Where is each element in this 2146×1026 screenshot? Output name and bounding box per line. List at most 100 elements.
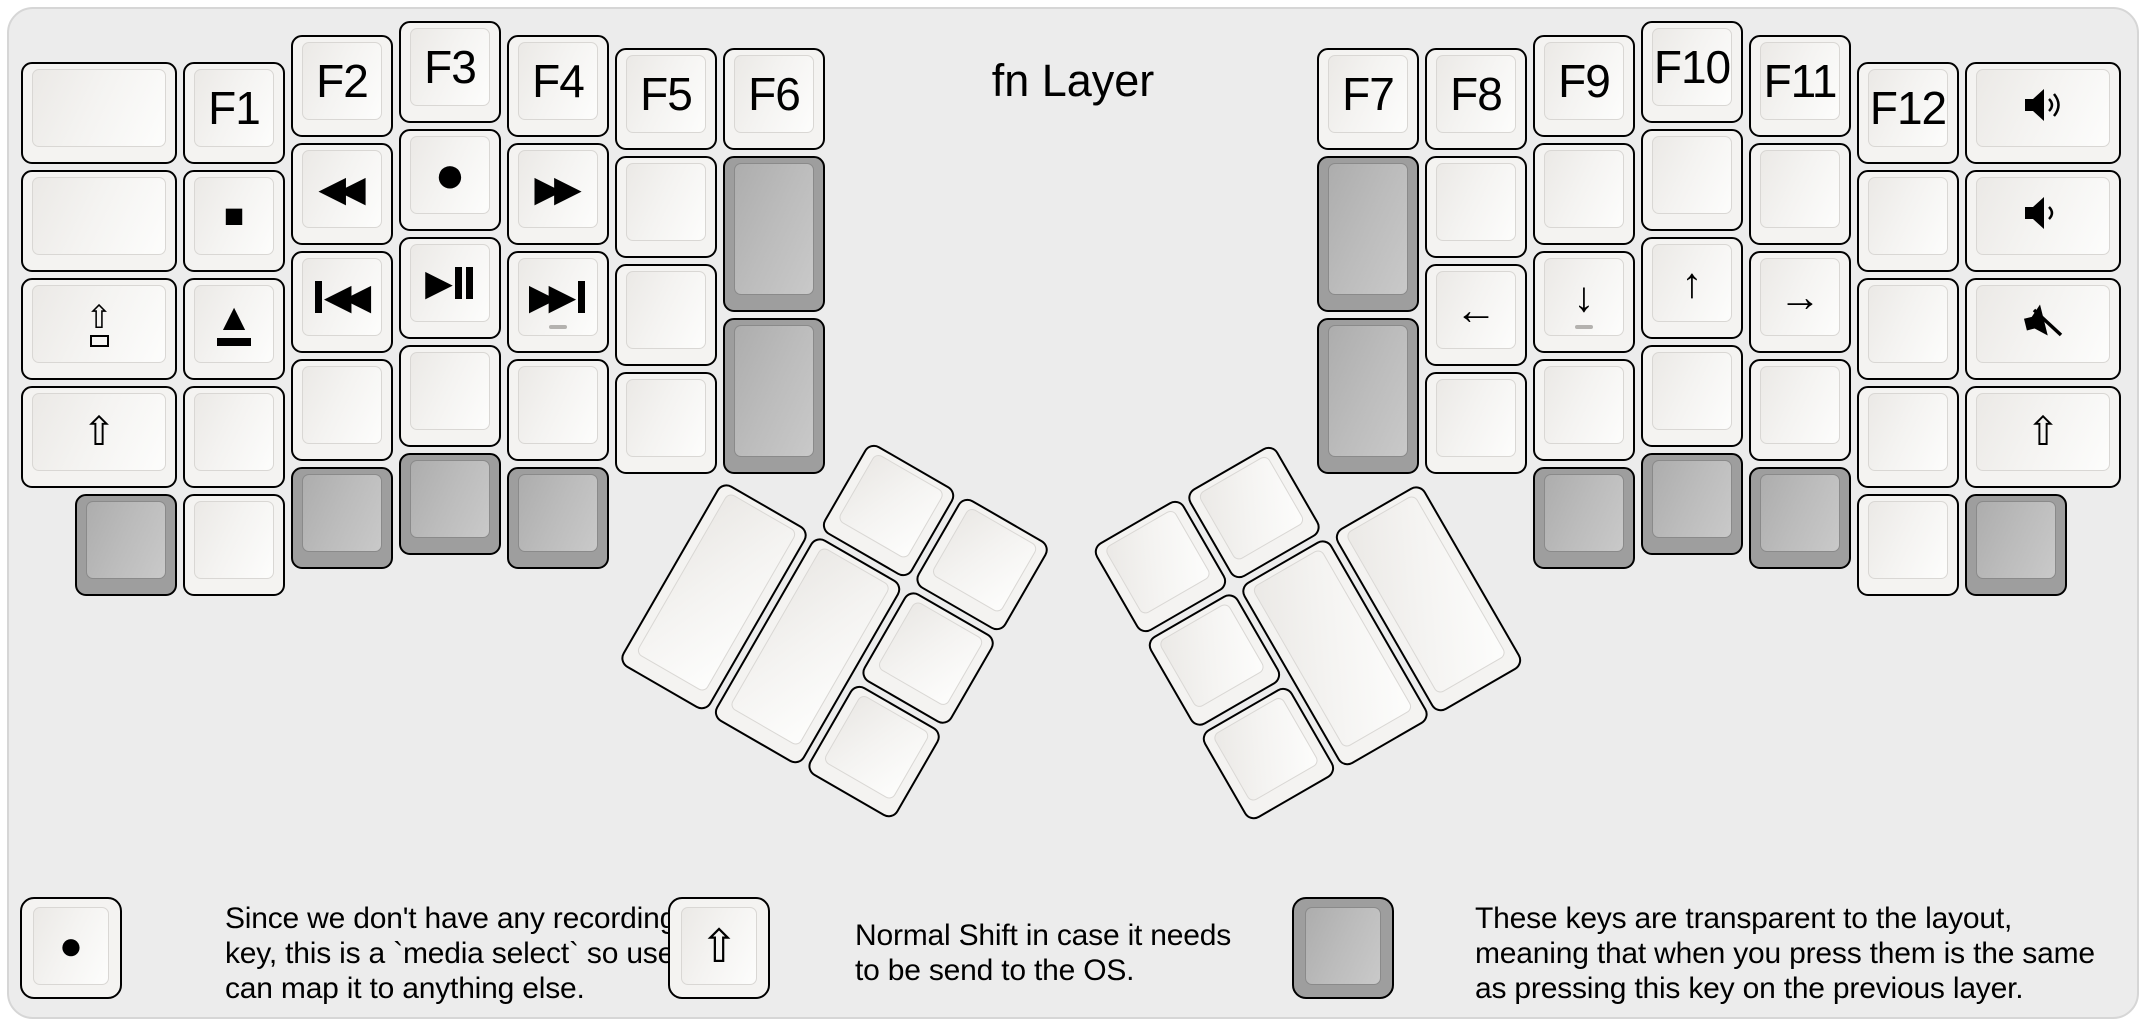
key-fast-forward[interactable]: ▶▶ (507, 142, 609, 245)
key-top: F9 (1544, 41, 1624, 120)
legend-line: to be send to the OS. (855, 954, 1135, 987)
key-transparent-l5[interactable] (399, 453, 501, 555)
key-blank-l2[interactable] (21, 169, 177, 272)
key-top (410, 352, 490, 430)
key-volume-down[interactable] (1965, 169, 2121, 272)
key-blank-l1[interactable] (21, 61, 177, 164)
key-label: F6 (748, 68, 801, 120)
key-top (1305, 907, 1381, 985)
key-transparent-r2[interactable] (1317, 318, 1419, 474)
key-transparent-r4[interactable] (1641, 453, 1743, 555)
key-arrow-right[interactable]: → (1749, 250, 1851, 353)
key-arrow-left[interactable]: ← (1425, 264, 1527, 366)
key-f4[interactable]: F4 (507, 34, 609, 137)
key-top: ⇧ (32, 392, 166, 471)
key-stop[interactable]: ■ (183, 169, 285, 272)
key-blank-r5[interactable] (1641, 129, 1743, 231)
key-next-track[interactable]: ▶▶ (507, 250, 609, 353)
key-blank-l6[interactable] (507, 358, 609, 461)
arrow-up-icon: ↑ (1681, 259, 1703, 306)
key-top (626, 163, 706, 241)
key-label: F10 (1653, 41, 1731, 93)
key-arrow-up[interactable]: ↑ (1641, 237, 1743, 339)
key-transparent-l4[interactable] (291, 466, 393, 569)
key-blank-l3[interactable] (183, 385, 285, 488)
key-transparent-r3[interactable] (1533, 466, 1635, 569)
key-top (1976, 500, 2056, 579)
key-top: ← (1436, 271, 1516, 349)
legend-line: can map it to anything else. (225, 972, 585, 1005)
key-blank-l5[interactable] (399, 345, 501, 447)
key-blank-l9[interactable] (615, 372, 717, 474)
key-f8[interactable]: F8 (1425, 48, 1527, 150)
key-label: F8 (1450, 68, 1503, 120)
volume-up-icon (2020, 86, 2066, 129)
key-blank-l10[interactable] (183, 493, 285, 596)
key-label: F7 (1342, 68, 1395, 120)
key-f9[interactable]: F9 (1533, 34, 1635, 137)
key-blank-r8[interactable] (1749, 358, 1851, 461)
key-transparent-l2[interactable] (723, 318, 825, 474)
key-blank-r6[interactable] (1641, 345, 1743, 447)
mute-icon (2020, 302, 2066, 345)
key-blank-l8[interactable] (615, 264, 717, 366)
stop-icon: ■ (223, 196, 245, 235)
key-mute[interactable] (1965, 277, 2121, 380)
key-blank-r7[interactable] (1749, 142, 1851, 245)
key-f1[interactable]: F1 (183, 61, 285, 164)
key-blank-r1[interactable] (1425, 156, 1527, 258)
key-volume-up[interactable] (1965, 61, 2121, 164)
key-blank-r11[interactable] (1857, 385, 1959, 488)
key-label: F1 (208, 81, 261, 134)
key-top (302, 473, 382, 552)
key-f12[interactable]: F12 (1857, 61, 1959, 164)
key-arrow-down[interactable]: ↓ (1533, 250, 1635, 353)
key-f10[interactable]: F10 (1641, 21, 1743, 123)
key-rewind[interactable]: ◀◀ (291, 142, 393, 245)
key-top (518, 473, 598, 552)
key-top (1868, 500, 1948, 579)
key-blank-r9[interactable] (1857, 169, 1959, 272)
key-top: F7 (1328, 55, 1408, 133)
key-top (1760, 365, 1840, 444)
key-f11[interactable]: F11 (1749, 34, 1851, 137)
legend-line: meaning that when you press them is the … (1475, 937, 2095, 970)
play-pause-icon: ▶ (425, 265, 475, 301)
key-blank-r3[interactable] (1533, 142, 1635, 245)
key-top (1328, 325, 1408, 457)
key-blank-l4[interactable] (291, 358, 393, 461)
key-top: ▶▶ (518, 149, 598, 228)
rewind-icon: ◀◀ (318, 167, 365, 209)
key-label: F3 (424, 41, 477, 93)
key-play-pause[interactable]: ▶ (399, 237, 501, 339)
key-shift-left[interactable]: ⇧ (21, 385, 177, 488)
key-caps-lock[interactable]: ⇧ (21, 277, 177, 380)
shift-icon: ⇧ (82, 409, 116, 454)
key-eject[interactable]: ▲ (183, 277, 285, 380)
key-record[interactable]: ● (399, 129, 501, 231)
key-f7[interactable]: F7 (1317, 48, 1419, 150)
key-blank-r4[interactable] (1533, 358, 1635, 461)
key-shift-right[interactable]: ⇧ (1965, 385, 2121, 488)
key-top: ⇧ (32, 284, 166, 363)
key-f6[interactable]: F6 (723, 48, 825, 150)
key-f5[interactable]: F5 (615, 48, 717, 150)
key-transparent-l1[interactable] (723, 156, 825, 312)
key-transparent-r1[interactable] (1317, 156, 1419, 312)
key-transparent-r5[interactable] (1749, 466, 1851, 569)
key-f2[interactable]: F2 (291, 34, 393, 137)
key-prev-track[interactable]: ◀◀ (291, 250, 393, 353)
key-f3[interactable]: F3 (399, 21, 501, 123)
key-transparent-r6[interactable] (1965, 493, 2067, 596)
key-blank-r10[interactable] (1857, 277, 1959, 380)
key-top (734, 325, 814, 457)
key-blank-r2[interactable] (1425, 372, 1527, 474)
key-top: F1 (194, 68, 274, 147)
key-transparent-l6[interactable] (507, 466, 609, 569)
key-transparent-l3[interactable] (75, 493, 177, 596)
key-blank-l7[interactable] (615, 156, 717, 258)
next-track-icon: ▶▶ (529, 278, 587, 315)
caps-arrow: ⇧ (85, 298, 113, 335)
key-blank-r12[interactable] (1857, 493, 1959, 596)
